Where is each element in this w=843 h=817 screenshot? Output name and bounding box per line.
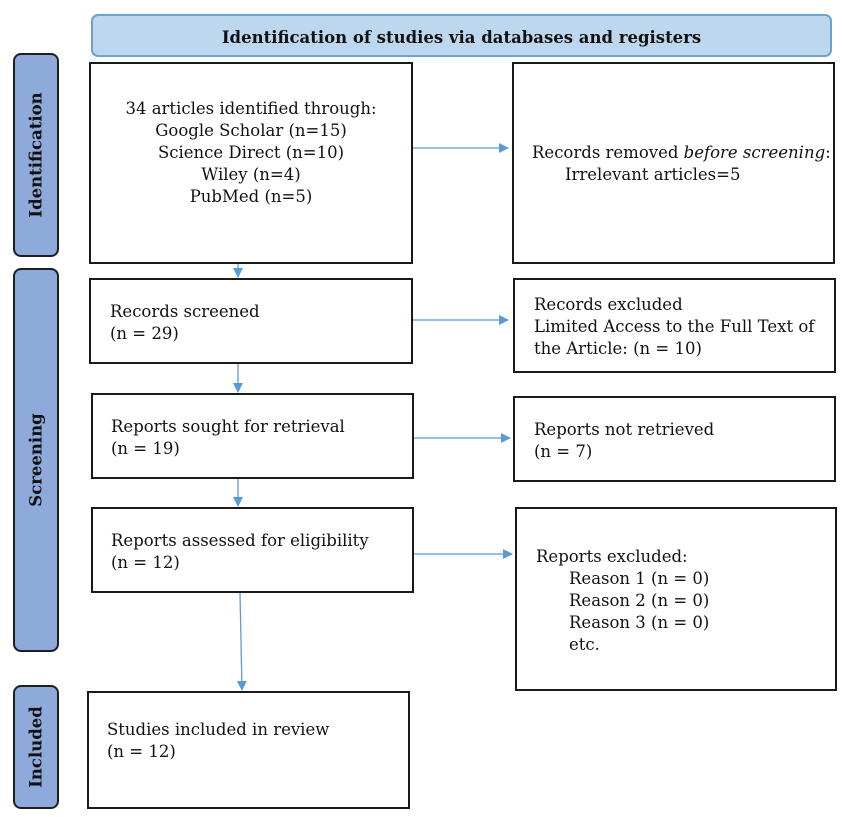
records-removed-prefix: Records removed bbox=[532, 143, 684, 162]
records-removed-emphasis: before screening bbox=[683, 143, 826, 162]
identified-line: Wiley (n=4) bbox=[201, 165, 301, 184]
stage-identification: Identification bbox=[13, 53, 59, 257]
identified-line: Science Direct (n=10) bbox=[157, 143, 345, 162]
reports-excluded-reason: Reason 3 (n = 0) bbox=[569, 613, 710, 632]
reports-not-retrieved-label: Reports not retrieved bbox=[534, 420, 715, 439]
records-removed-heading: Records removed before screening: bbox=[532, 142, 833, 164]
identified-line: PubMed (n=5) bbox=[189, 187, 313, 206]
reports-excluded-box: Reports excluded: Reason 1 (n = 0) Reaso… bbox=[515, 507, 837, 691]
reports-sought-label: Reports sought for retrieval bbox=[111, 417, 345, 436]
records-removed-suffix: : bbox=[825, 143, 831, 162]
identified-line: Google Scholar (n=15) bbox=[155, 121, 347, 140]
reports-excluded-reason: etc. bbox=[569, 635, 600, 654]
reports-assessed-label: Reports assessed for eligibility bbox=[111, 531, 369, 550]
records-excluded-line: Records excluded bbox=[534, 295, 683, 314]
reports-not-retrieved-box: Reports not retrieved (n = 7) bbox=[513, 396, 836, 482]
records-removed-box: Records removed before screening: Irrele… bbox=[512, 62, 835, 264]
records-excluded-box: Records excluded Limited Access to the F… bbox=[513, 278, 836, 373]
identified-line: 34 articles identified through: bbox=[125, 99, 377, 118]
records-excluded-line: the Article: (n = 10) bbox=[534, 339, 702, 358]
records-screened-label: Records screened bbox=[110, 302, 260, 321]
stage-screening: Screening bbox=[13, 268, 59, 652]
records-screened-count: (n = 29) bbox=[110, 324, 179, 343]
reports-excluded-title: Reports excluded: bbox=[536, 547, 688, 566]
records-removed-detail: Irrelevant articles=5 bbox=[565, 165, 741, 184]
studies-included-label: Studies included in review bbox=[107, 720, 330, 739]
studies-included-box: Studies included in review (n = 12) bbox=[87, 691, 410, 809]
reports-sought-count: (n = 19) bbox=[111, 439, 180, 458]
reports-sought-box: Reports sought for retrieval (n = 19) bbox=[91, 393, 414, 479]
reports-assessed-count: (n = 12) bbox=[111, 553, 180, 572]
reports-not-retrieved-count: (n = 7) bbox=[534, 442, 593, 461]
header-banner: Identification of studies via databases … bbox=[91, 14, 832, 57]
studies-included-count: (n = 12) bbox=[107, 742, 176, 761]
reports-excluded-reason: Reason 2 (n = 0) bbox=[569, 591, 710, 610]
header-title: Identification of studies via databases … bbox=[221, 28, 702, 47]
records-excluded-line: Limited Access to the Full Text of bbox=[534, 317, 815, 336]
stage-included: Included bbox=[13, 685, 59, 809]
reports-assessed-box: Reports assessed for eligibility (n = 12… bbox=[91, 507, 414, 593]
identified-records-box: 34 articles identified through: Google S… bbox=[89, 62, 413, 264]
arrow-to-studies-included bbox=[236, 592, 247, 691]
records-screened-box: Records screened (n = 29) bbox=[89, 278, 413, 364]
reports-excluded-reason: Reason 1 (n = 0) bbox=[569, 569, 710, 588]
